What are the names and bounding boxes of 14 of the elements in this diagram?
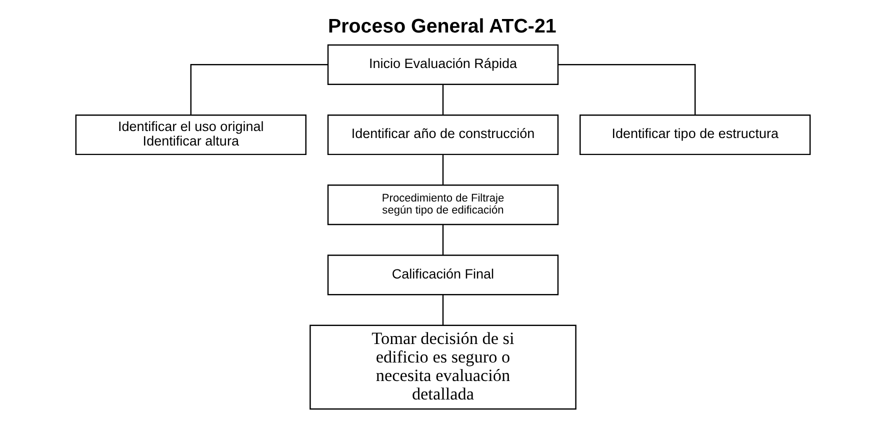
node-box: Inicio Evaluación Rápida [326, 44, 558, 85]
node-box: Tomar decisión de si edificio es seguro o necesita evaluación detallada [309, 324, 576, 410]
node-box: Identificar tipo de estructura [579, 114, 810, 156]
connector [557, 64, 696, 115]
connector [190, 64, 328, 115]
diagram-title: Proceso General ATC-21 [328, 15, 556, 38]
node-box: Calificación Final [326, 254, 558, 296]
connector [442, 84, 444, 116]
node-box: Procedimiento de Filtraje según tipo de edificación [326, 184, 558, 226]
connector [442, 154, 444, 186]
node-box: Identificar el uso original Identificar altura [74, 114, 306, 156]
node-box: Identificar año de construcción [326, 114, 558, 156]
connector [442, 224, 444, 256]
connector [442, 294, 444, 326]
